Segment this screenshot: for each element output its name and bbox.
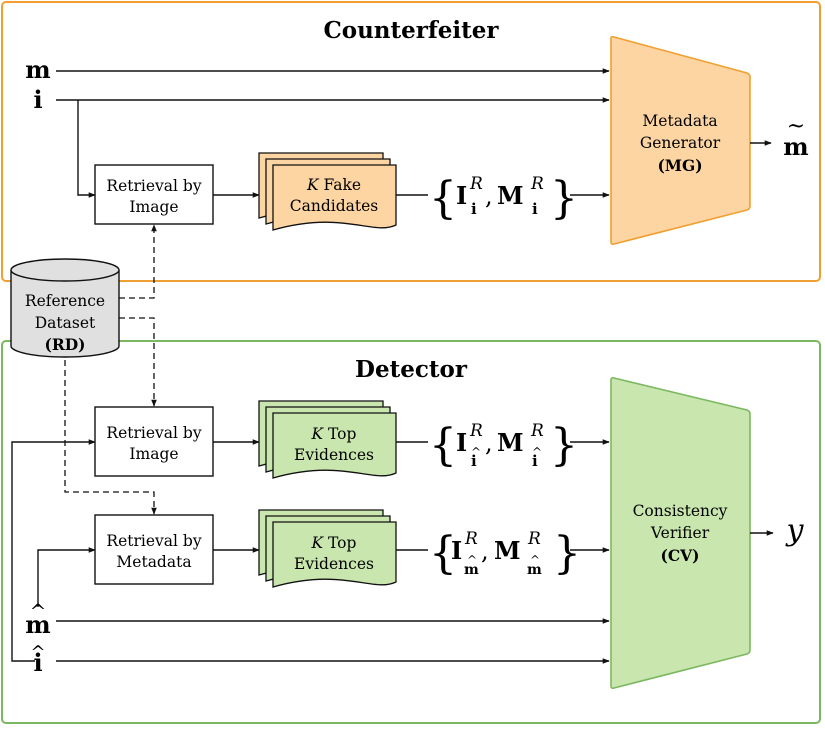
metadata-evidences-label-2: Evidences	[294, 555, 374, 573]
counterfeiter-retrieval-label-1: Retrieval by	[106, 177, 201, 195]
svg-text:^: ^	[30, 642, 45, 663]
dashed-rd-to-detector-metadata-retrieval	[64, 360, 157, 515]
image-evidences-stack: K Top Evidences	[258, 400, 397, 479]
svg-text:}: }	[550, 173, 578, 224]
input-m: m	[25, 55, 50, 84]
input-i-hat: ^ i	[30, 642, 45, 677]
svg-text:i: i	[471, 200, 477, 218]
svg-text:R: R	[527, 529, 541, 549]
svg-text:m: m	[25, 610, 50, 639]
fake-candidates-stack: K Fake Candidates	[258, 152, 397, 231]
output-y: y	[785, 513, 805, 548]
metadata-generator	[610, 35, 751, 246]
image-evidences-label-1: K Top	[311, 425, 357, 443]
metadata-evidences-stack: K Top Evidences	[258, 509, 397, 588]
svg-text:i: i	[532, 452, 538, 470]
svg-text:^: ^	[471, 445, 481, 459]
svg-text:{: {	[429, 528, 457, 579]
svg-text:^: ^	[30, 599, 47, 623]
svg-text:}: }	[550, 420, 578, 471]
detector-image-retrieved-set: { I R i ^ , M R i ^ }	[429, 420, 578, 471]
svg-text:R: R	[530, 421, 544, 441]
svg-text:M: M	[497, 181, 524, 210]
generator-abbr: (MG)	[657, 156, 702, 175]
detector-panel	[1, 340, 821, 724]
svg-text:M: M	[494, 536, 521, 565]
dashed-rd-to-detector-image-retrieval	[119, 317, 157, 407]
arrow-m-hat-to-metadata-retrieval	[37, 547, 96, 607]
svg-text:,: ,	[485, 429, 493, 457]
input-i: i	[33, 85, 42, 114]
detector-metadata-retrieved-set: { I R m ^ , M R m ^ }	[429, 528, 581, 579]
dashed-rd-to-counterfeiter-retrieval	[119, 224, 157, 299]
svg-text:I: I	[456, 181, 467, 210]
detector-retrieval-metadata-label-2: Metadata	[116, 553, 191, 571]
counterfeiter-panel	[1, 1, 821, 282]
reference-dataset: Reference Dataset (RD)	[10, 258, 120, 358]
output-m-tilde: ~ m	[783, 114, 808, 161]
reference-label-1: Reference	[25, 292, 105, 310]
svg-text:I: I	[456, 428, 467, 457]
image-evidences-label-2: Evidences	[294, 446, 374, 464]
svg-text:M: M	[497, 428, 524, 457]
svg-text:^: ^	[530, 553, 540, 567]
fake-candidates-label-2: Candidates	[290, 197, 379, 215]
detector-retrieval-by-image	[94, 406, 214, 477]
reference-abbr: (RD)	[45, 335, 86, 354]
arrow-i-hat-to-image-retrieval	[11, 439, 96, 662]
reference-label-2: Dataset	[35, 314, 96, 332]
verifier-label-2: Verifier	[650, 524, 710, 542]
svg-text:R: R	[530, 174, 544, 194]
counterfeiter-retrieval-label-2: Image	[129, 198, 178, 216]
detector-retrieval-image-label-2: Image	[129, 445, 178, 463]
arrow-i-to-retrieval	[77, 100, 96, 198]
generator-label-2: Generator	[640, 134, 721, 152]
svg-text:,: ,	[485, 182, 493, 210]
detector-retrieval-by-metadata	[94, 514, 214, 585]
counterfeiter-retrieval-by-image	[94, 164, 214, 225]
svg-text:R: R	[464, 529, 478, 549]
svg-text:}: }	[553, 528, 581, 579]
svg-text:m: m	[527, 562, 542, 578]
svg-text:i: i	[33, 648, 42, 677]
svg-text:R: R	[469, 174, 483, 194]
svg-text:i: i	[532, 200, 538, 218]
svg-text:~: ~	[787, 114, 805, 139]
detector-retrieval-image-label-1: Retrieval by	[106, 424, 201, 442]
verifier-abbr: (CV)	[660, 546, 699, 565]
consistency-verifier	[610, 376, 751, 690]
svg-text:i: i	[471, 452, 477, 470]
svg-text:^: ^	[532, 445, 542, 459]
svg-text:m: m	[783, 132, 808, 161]
svg-text:R: R	[469, 421, 483, 441]
detector-title: Detector	[355, 356, 468, 383]
fake-candidates-label-1: K Fake	[306, 176, 361, 194]
input-m-hat: ^ m	[25, 599, 50, 639]
svg-text:{: {	[429, 173, 457, 224]
counterfeiter-title: Counterfeiter	[323, 17, 499, 44]
svg-text:I: I	[451, 536, 462, 565]
svg-text:{: {	[429, 420, 457, 471]
svg-text:^: ^	[467, 553, 477, 567]
counterfeiter-retrieved-set: { I R i , M R i }	[429, 173, 578, 224]
svg-text:,: ,	[481, 537, 489, 565]
detector-retrieval-metadata-label-1: Retrieval by	[106, 532, 201, 550]
verifier-label-1: Consistency	[633, 502, 728, 520]
metadata-evidences-label-1: K Top	[311, 534, 357, 552]
svg-text:m: m	[464, 562, 479, 578]
generator-label-1: Metadata	[642, 112, 717, 130]
